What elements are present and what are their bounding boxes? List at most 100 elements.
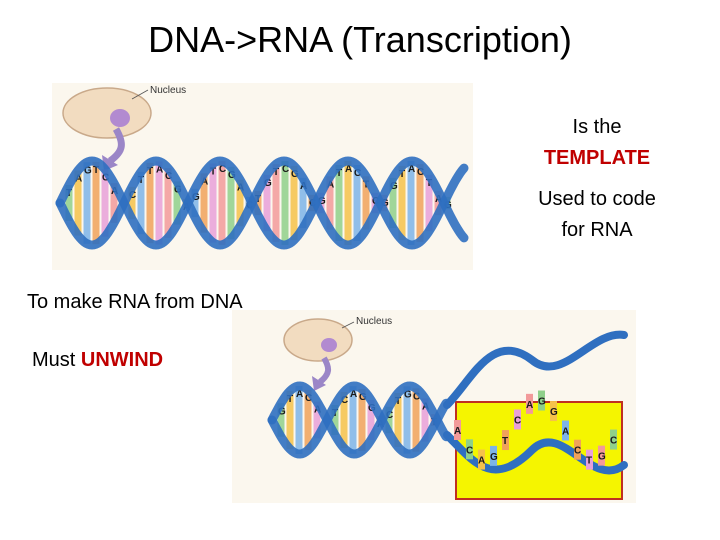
base-pair	[353, 165, 361, 241]
base-pair	[65, 185, 73, 221]
base-pair	[367, 400, 375, 440]
base-pair	[101, 169, 109, 237]
base-letter: A	[454, 426, 461, 437]
base-pair	[407, 161, 415, 245]
base-letter: G	[264, 178, 272, 189]
base-letter: C	[413, 391, 420, 402]
nucleolus-shape	[110, 109, 130, 127]
base-letter: G	[390, 181, 398, 192]
rna-nucleotide	[610, 429, 617, 450]
base-letter: C	[514, 415, 521, 426]
rna-nucleotide	[514, 409, 521, 430]
arrowhead-icon	[312, 376, 326, 391]
base-pair	[137, 171, 145, 235]
base-pair	[344, 161, 352, 245]
base-pair	[403, 386, 411, 454]
base-pair	[254, 190, 262, 216]
base-pair	[416, 164, 424, 242]
base-letter: G	[228, 170, 236, 181]
base-letter: A	[296, 389, 303, 400]
dna-backbone-strand	[55, 156, 469, 250]
nucleus-label: Nucleus	[150, 85, 186, 96]
base-letter: G	[598, 452, 606, 463]
base-letter: T	[336, 168, 342, 179]
base-letter: G	[278, 406, 286, 417]
base-pair	[335, 165, 343, 241]
base-letter: G	[359, 392, 367, 403]
base-pair	[173, 181, 181, 225]
rna-nucleotide	[502, 430, 509, 451]
base-pair	[304, 389, 312, 451]
base-pair	[200, 173, 208, 233]
base-letter: G	[404, 389, 412, 400]
base-letter: C	[305, 393, 312, 404]
base-pair	[358, 389, 366, 451]
base-pair	[362, 176, 370, 230]
nucleus-shape	[62, 87, 152, 139]
base-pair	[128, 186, 136, 220]
nucleolus-shape	[321, 338, 337, 352]
base-pair	[389, 177, 397, 229]
base-letter: G	[538, 397, 546, 408]
base-letter: T	[395, 396, 401, 407]
rna-nucleotide	[574, 439, 581, 460]
base-pair	[385, 406, 393, 434]
base-pair	[191, 188, 199, 218]
base-letter: A	[350, 389, 357, 400]
arrow-icon	[318, 356, 332, 385]
base-pair	[421, 398, 429, 442]
base-pair	[290, 165, 298, 241]
base-pair	[218, 161, 226, 245]
base-pair	[164, 168, 172, 238]
rna-nucleotide	[538, 390, 545, 411]
base-pair	[277, 403, 285, 437]
base-pair	[286, 390, 294, 450]
base-pair	[425, 174, 433, 232]
base-pair	[227, 166, 235, 240]
rna-nucleotide	[478, 449, 485, 470]
base-letter: A	[75, 174, 82, 185]
base-letter: C	[610, 436, 617, 447]
base-letter: G	[318, 196, 326, 207]
rna-nucleotide	[586, 449, 593, 470]
unwind-keyword: UNWIND	[80, 349, 164, 371]
base-letter: A	[408, 164, 415, 175]
base-letter: T	[93, 165, 99, 176]
base-pair	[74, 170, 82, 236]
dna-backbone-strand	[267, 381, 451, 459]
slide-title: DNA->RNA (Transcription)	[148, 19, 572, 60]
base-letter: C	[386, 410, 393, 421]
base-letter: C	[219, 164, 226, 175]
rna-nucleotide	[454, 420, 461, 440]
arrow-icon	[107, 127, 125, 164]
base-pair	[209, 163, 217, 243]
base-letter: G	[192, 192, 200, 203]
base-pair	[263, 174, 271, 232]
base-pair	[295, 386, 303, 454]
base-pair	[349, 386, 357, 454]
nucleus-label: Nucleus	[356, 316, 392, 327]
dna-backbone-strand	[55, 156, 469, 250]
base-pair	[146, 162, 154, 244]
base-letter: A	[526, 400, 533, 411]
base-pair	[92, 161, 100, 245]
base-letter: T	[147, 166, 153, 177]
base-letter: T	[287, 394, 293, 405]
base-letter: A	[478, 456, 485, 467]
rna-nucleotide	[526, 393, 533, 414]
dna-template-strand	[443, 330, 628, 409]
base-pair	[340, 391, 348, 449]
base-pair	[394, 393, 402, 447]
base-pair	[412, 388, 420, 452]
nucleus-shape	[283, 318, 353, 362]
base-letter: G	[291, 169, 299, 180]
code-line-1: Used to code	[538, 188, 656, 210]
base-pair	[272, 164, 280, 242]
base-pair	[83, 162, 91, 244]
unwind-prefix: Must	[32, 349, 81, 371]
